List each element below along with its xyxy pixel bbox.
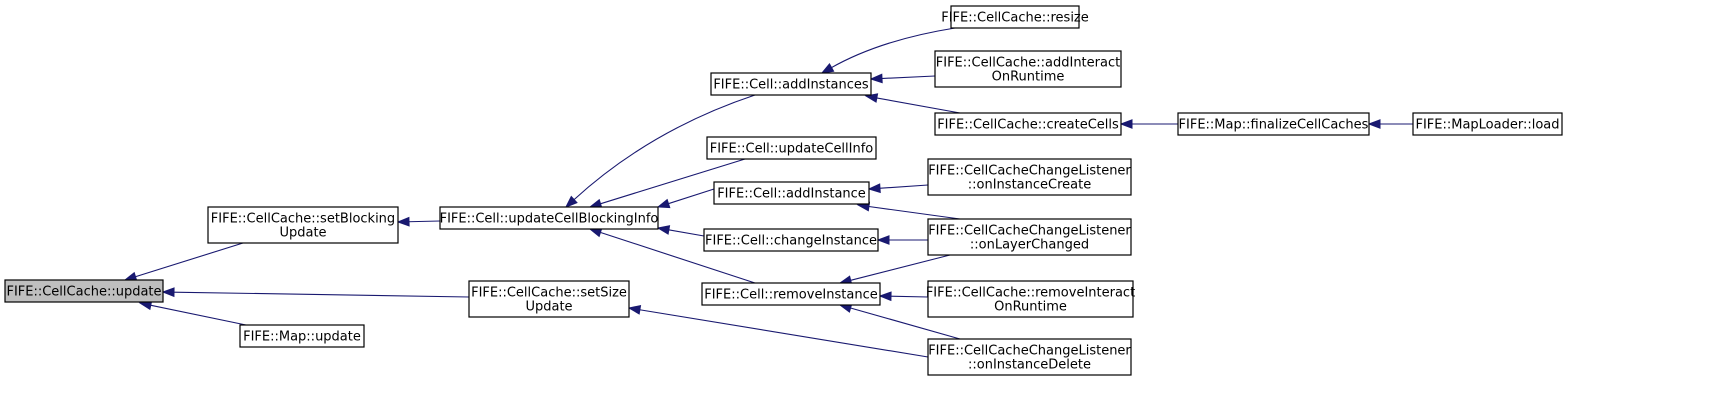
node-label: FIFE::Cell::addInstances [713, 78, 869, 93]
node-label: Update [525, 300, 572, 315]
edge-onLayerChanged-to-removeInstance [838, 254, 951, 285]
edge-removeInteract-to-removeInstance [878, 291, 929, 302]
arrowhead-icon [1367, 119, 1381, 129]
node-on-layer-changed[interactable]: FIFE::CellCacheChangeListener::onLayerCh… [927, 218, 1132, 256]
edge-updateCellInfo-to-updateCellBlocking [588, 158, 746, 209]
node-label: FIFE::CellCache::setSize [471, 286, 627, 301]
node-label: FIFE::CellCacheChangeListener [928, 164, 1131, 179]
node-label: FIFE::CellCache::update [6, 285, 161, 300]
node-label: FIFE::CellCache::setBlocking [211, 212, 395, 227]
node-add-instances[interactable]: FIFE::Cell::addInstances [710, 72, 872, 96]
edges-layer [123, 27, 1413, 358]
arrowhead-icon [820, 63, 835, 74]
edge-setBlocking-to-update [123, 242, 244, 282]
edge-removeInstance-to-updateCellBlocking [588, 227, 756, 284]
node-update[interactable]: FIFE::CellCache::update [4, 279, 164, 303]
arrowhead-icon [876, 235, 890, 245]
arrowhead-icon [656, 198, 671, 209]
node-map-loader[interactable]: FIFE::MapLoader::load [1412, 112, 1563, 136]
arrowhead-icon [864, 93, 879, 103]
node-map-update[interactable]: FIFE::Map::update [239, 324, 365, 348]
node-label: FIFE::Cell::addInstance [717, 187, 866, 202]
node-label: OnRuntime [992, 70, 1065, 85]
node-label: FIFE::Cell::updateCellInfo [710, 142, 874, 157]
edge-mapLoader-to-finalize [1367, 119, 1413, 129]
edge-onLayerChanged-to-changeInstance [876, 235, 928, 245]
edge-createCells-to-addInstances [864, 93, 961, 114]
edge-addInstance-to-updateCellBlocking [656, 188, 715, 209]
edge-mapUpdate-to-update [138, 300, 247, 326]
node-label: FIFE::CellCache::addInteract [936, 56, 1120, 71]
node-label: FIFE::Cell::removeInstance [704, 288, 877, 303]
edge-addInteract-to-addInstances [869, 73, 936, 84]
edge-finalize-to-createCells [1119, 119, 1178, 129]
edge-onInstanceDelete-to-setSize [627, 304, 929, 358]
node-label: ::onInstanceCreate [968, 178, 1091, 193]
arrowhead-icon [396, 216, 410, 227]
node-label: FIFE::Map::finalizeCellCaches [1179, 118, 1369, 133]
edge-onInstanceCreate-to-addInstance [867, 183, 929, 194]
node-label: FIFE::CellCacheChangeListener [928, 344, 1131, 359]
node-on-instance-create[interactable]: FIFE::CellCacheChangeListener::onInstanc… [927, 158, 1132, 196]
node-label: FIFE::Cell::updateCellBlockingInfo [440, 212, 659, 227]
node-add-instance[interactable]: FIFE::Cell::addInstance [713, 181, 870, 205]
edge-changeInstance-to-updateCellBlocking [656, 225, 705, 237]
edge-resize-to-addInstances [820, 27, 956, 74]
arrowhead-icon [878, 291, 892, 302]
edge-setSize-to-update [161, 287, 470, 298]
edge-onLayerChanged-to-addInstance [856, 201, 961, 220]
node-label: FIFE::CellCacheChangeListener [928, 224, 1131, 239]
node-on-instance-delete[interactable]: FIFE::CellCacheChangeListener::onInstanc… [927, 338, 1132, 376]
node-label: FIFE::CellCache::resize [941, 11, 1089, 26]
node-resize[interactable]: FIFE::CellCache::resize [941, 5, 1089, 29]
node-label: ::onLayerChanged [970, 238, 1089, 253]
node-update-cell-info[interactable]: FIFE::Cell::updateCellInfo [706, 136, 877, 160]
arrowhead-icon [1119, 119, 1133, 129]
node-label: FIFE::Cell::changeInstance [705, 234, 877, 249]
arrowhead-icon [869, 73, 883, 84]
nodes-layer: FIFE::CellCache::update FIFE::CellCache::… [4, 5, 1563, 376]
arrowhead-icon [867, 183, 881, 194]
node-label: ::onInstanceDelete [968, 358, 1091, 373]
node-label: FIFE::CellCache::removeInteract [926, 286, 1135, 301]
arrowhead-icon [564, 195, 578, 208]
node-label: OnRuntime [994, 300, 1067, 315]
node-change-instance[interactable]: FIFE::Cell::changeInstance [703, 228, 879, 252]
node-remove-instance[interactable]: FIFE::Cell::removeInstance [701, 282, 881, 306]
arrowhead-icon [656, 225, 671, 235]
node-label: Update [279, 226, 326, 241]
edge-addInstances-to-updateCellBlocking [564, 94, 756, 208]
arrowhead-icon [627, 304, 642, 315]
node-label: FIFE::MapLoader::load [1415, 118, 1559, 133]
node-finalize[interactable]: FIFE::Map::finalizeCellCaches [1177, 112, 1370, 136]
arrowhead-icon [588, 227, 603, 238]
node-label: FIFE::Map::update [243, 330, 361, 345]
node-label: FIFE::CellCache::createCells [937, 118, 1119, 133]
edge-onInstanceDelete-to-removeInstance [838, 303, 961, 340]
node-update-cell-blocking[interactable]: FIFE::Cell::updateCellBlockingInfo [439, 206, 659, 230]
node-create-cells[interactable]: FIFE::CellCache::createCells [934, 112, 1122, 136]
edge-updateCellBlocking-to-setBlocking [396, 216, 441, 227]
arrowhead-icon [161, 287, 175, 298]
